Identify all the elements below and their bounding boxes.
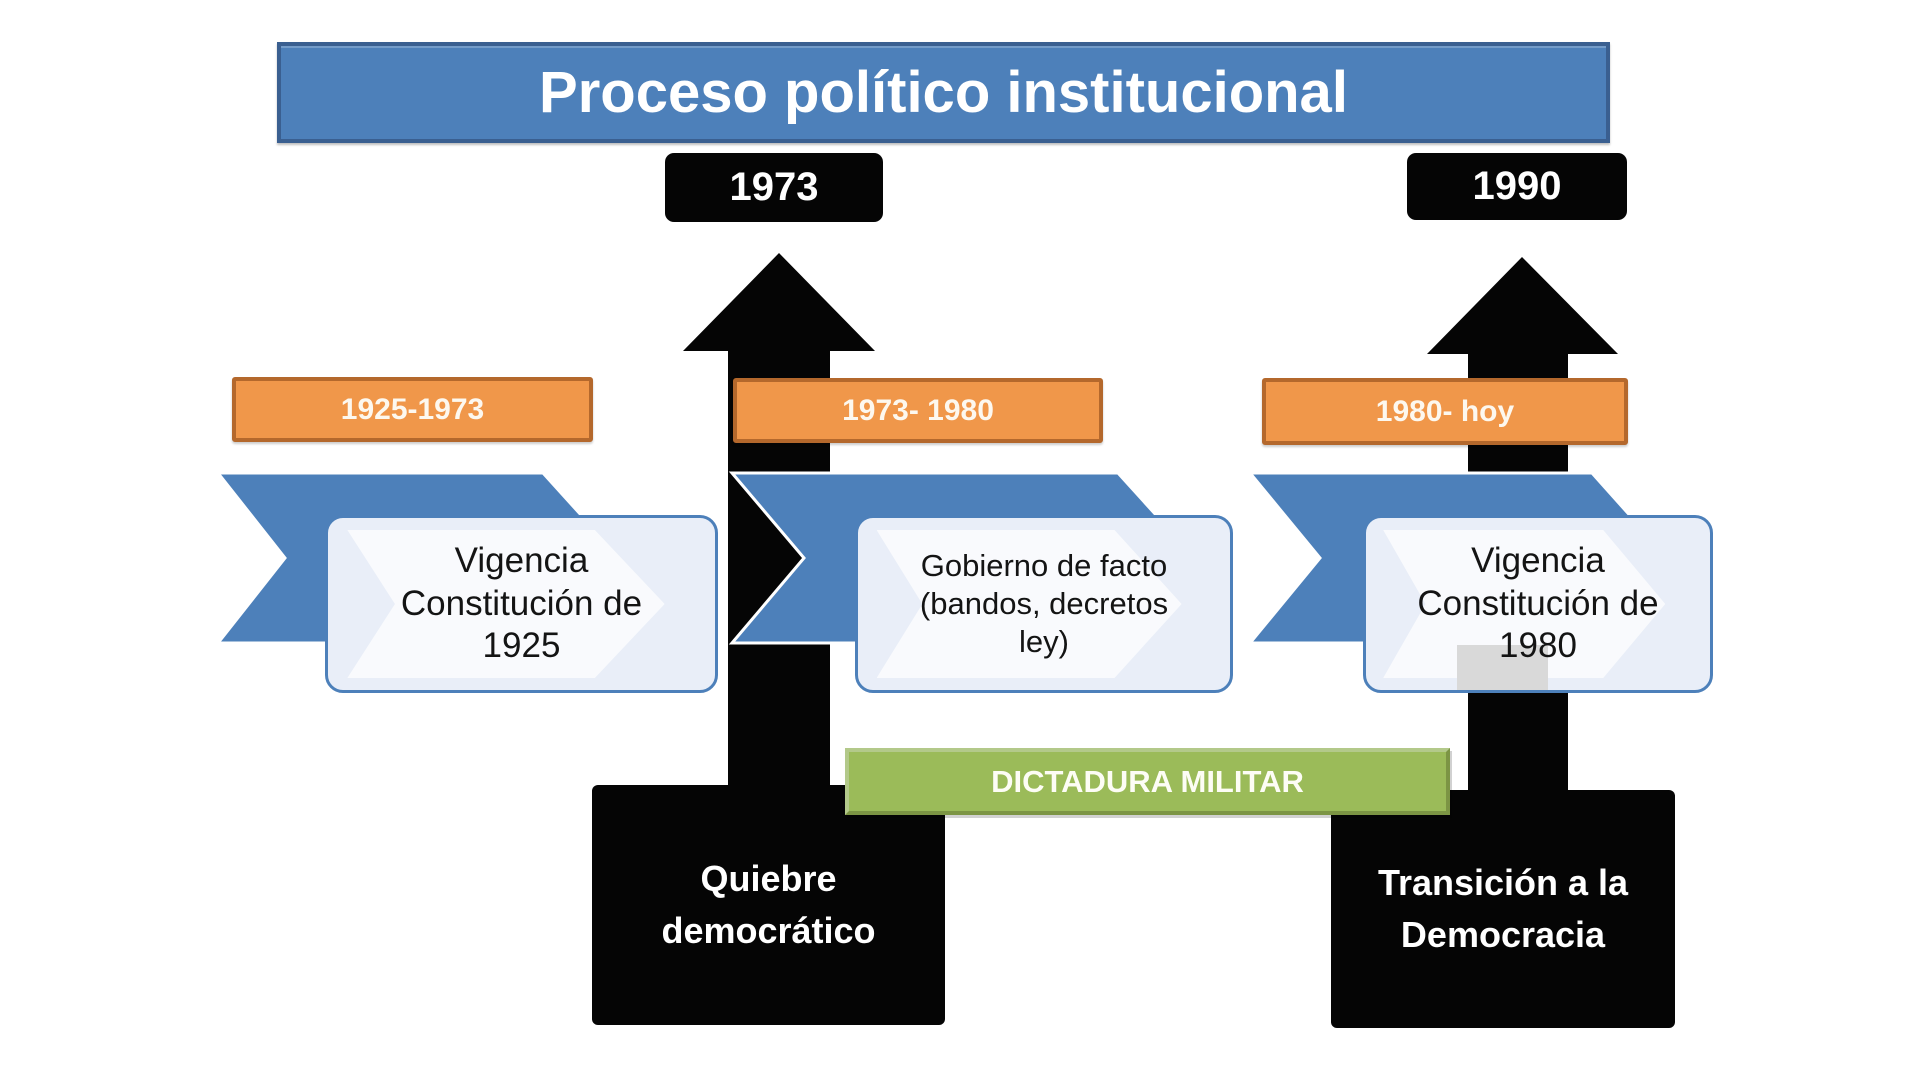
title-bar: Proceso político institucional: [277, 42, 1610, 143]
stage-box-constitucion-1925: Vigencia Constitución de 1925: [325, 515, 718, 693]
event-text: Transición a la Democracia: [1377, 861, 1629, 955]
year-marker-1990-text: 1990: [1472, 164, 1562, 208]
year-marker-1973: 1973: [665, 153, 883, 222]
arrow-shaft-ghost: [1457, 645, 1548, 690]
year-marker-1973-text: 1973: [729, 165, 819, 209]
page-title: Proceso político institucional: [539, 60, 1348, 125]
banner-dictadura-militar: DICTADURA MILITAR: [845, 748, 1450, 815]
stage-watermark-chevron: [876, 530, 1182, 678]
stage-text: Vigencia Constitución de 1980: [1417, 540, 1659, 666]
period-box-1973-1980: 1973- 1980: [733, 378, 1103, 443]
period-label: 1973- 1980: [842, 393, 994, 427]
event-box-quiebre-democratico: Quiebre democrático: [592, 785, 945, 1025]
event-text: Quiebre democrático: [661, 857, 876, 951]
stage-watermark-chevron: [347, 530, 665, 678]
period-label: 1980- hoy: [1375, 394, 1515, 428]
banner-label: DICTADURA MILITAR: [991, 763, 1304, 799]
event-box-transicion-democracia: Transición a la Democracia: [1331, 790, 1675, 1028]
year-marker-1990: 1990: [1407, 153, 1627, 220]
stage-box-gobierno-de-facto: Gobierno de facto (bandos, decretos ley): [855, 515, 1233, 693]
stage-text: Vigencia Constitución de 1925: [400, 540, 643, 666]
stage-text: Gobierno de facto (bandos, decretos ley): [919, 548, 1169, 659]
period-box-1925-1973: 1925-1973: [232, 377, 593, 442]
period-box-1980-hoy: 1980- hoy: [1262, 378, 1628, 445]
period-label: 1925-1973: [340, 392, 485, 426]
stage-box-constitucion-1980: Vigencia Constitución de 1980: [1363, 515, 1713, 693]
